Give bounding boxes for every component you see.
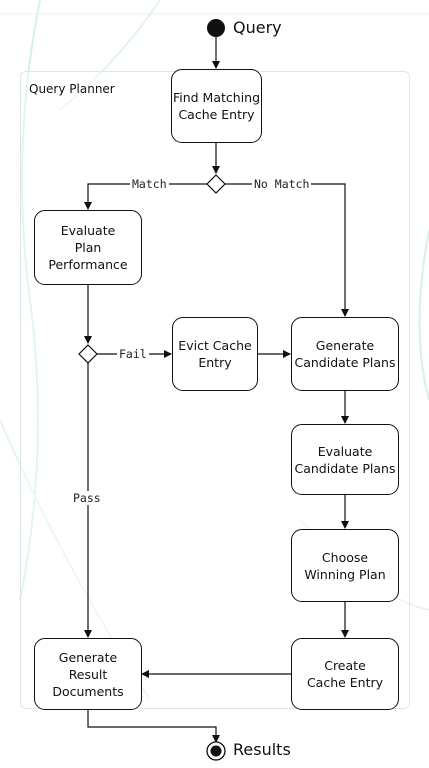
edge-label-no-match: No Match (252, 177, 312, 191)
start-node (207, 19, 225, 37)
edge-no-match (225, 183, 349, 317)
decision-plan-performance (78, 344, 98, 364)
edge-label-pass: Pass (71, 491, 103, 505)
edge-results-end (87, 710, 220, 743)
edge-label-match: Match (130, 177, 169, 191)
edge-label-fail: Fail (117, 347, 149, 361)
decision-cache-match (206, 174, 226, 194)
end-node-inner (210, 745, 222, 757)
end-label: Results (233, 740, 291, 759)
container-label: Query Planner (29, 82, 115, 96)
start-label: Query (233, 18, 282, 37)
